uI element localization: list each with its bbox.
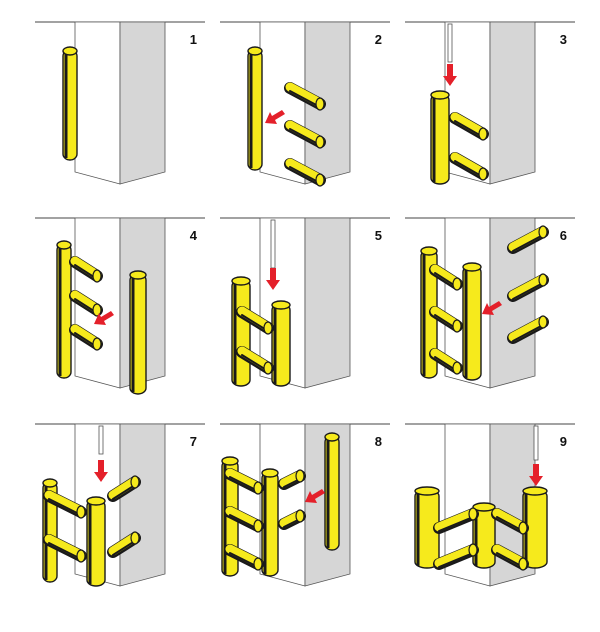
step-6-panel: 6: [405, 217, 575, 389]
step-3-panel: 3: [405, 21, 575, 185]
rung: [429, 306, 463, 333]
rung: [491, 508, 529, 535]
step-1-panel: 1: [35, 21, 205, 185]
guard-half: [271, 300, 291, 387]
step-number: 9: [560, 434, 567, 449]
guard-half: [247, 46, 263, 171]
guard-half: [42, 478, 58, 583]
step-number: 3: [560, 32, 567, 47]
rung: [69, 256, 103, 283]
locking-pin: [270, 219, 276, 269]
guard-half: [231, 276, 251, 387]
step-number: 1: [190, 32, 197, 47]
locking-pin: [447, 23, 453, 63]
rung: [507, 225, 549, 254]
rung: [224, 544, 264, 571]
rung: [429, 264, 463, 291]
rung: [69, 324, 103, 351]
rung: [433, 543, 479, 570]
locking-pin: [98, 425, 104, 455]
locking-pin: [533, 425, 539, 461]
guard-half: [462, 262, 482, 381]
step-number: 2: [375, 32, 382, 47]
guard-half: [420, 246, 438, 379]
column: [405, 21, 575, 185]
rung: [507, 273, 549, 302]
drive-arrow: [266, 268, 280, 290]
rung: [224, 506, 264, 533]
guard-half: [62, 46, 78, 161]
step-number: 8: [375, 434, 382, 449]
rung: [107, 531, 141, 558]
rung: [284, 82, 326, 111]
step-number: 5: [375, 228, 382, 243]
insert-arrow: [94, 311, 114, 325]
rung: [107, 475, 141, 502]
guard-half: [56, 240, 72, 379]
drive-arrow: [443, 64, 457, 86]
rung: [284, 120, 326, 149]
step-4-panel: 4: [35, 217, 205, 395]
rung: [224, 468, 264, 495]
guard-half: [430, 90, 450, 185]
rung: [429, 348, 463, 375]
step-number: 4: [190, 228, 198, 243]
rung: [236, 346, 274, 375]
step-number: 7: [190, 434, 197, 449]
step-7-panel: 7: [35, 423, 205, 587]
rung: [449, 152, 489, 181]
guard-half: [129, 270, 147, 395]
insert-arrow: [482, 301, 502, 315]
guard-half: [324, 432, 340, 551]
step-8-panel: 8: [220, 423, 390, 587]
insert-arrow: [265, 110, 285, 124]
step-2-panel: 2: [220, 21, 390, 187]
rung: [278, 509, 306, 530]
rung: [284, 158, 326, 187]
rung: [278, 469, 306, 490]
rung: [507, 315, 549, 344]
insert-arrow: [305, 489, 325, 503]
step-number: 6: [560, 228, 567, 243]
rung: [449, 112, 489, 141]
step-5-panel: 5: [220, 217, 390, 389]
rung: [491, 544, 529, 571]
step-9-panel: 9: [405, 423, 575, 587]
rung: [43, 490, 87, 519]
rung: [43, 534, 87, 563]
guard-half: [472, 502, 496, 569]
drive-arrow: [94, 460, 108, 482]
drive-arrow: [529, 464, 543, 486]
guard-half: [261, 468, 279, 577]
rung: [433, 507, 479, 534]
rung: [236, 306, 274, 335]
guard-half: [86, 496, 106, 587]
column: [220, 21, 390, 185]
column: [35, 21, 205, 185]
